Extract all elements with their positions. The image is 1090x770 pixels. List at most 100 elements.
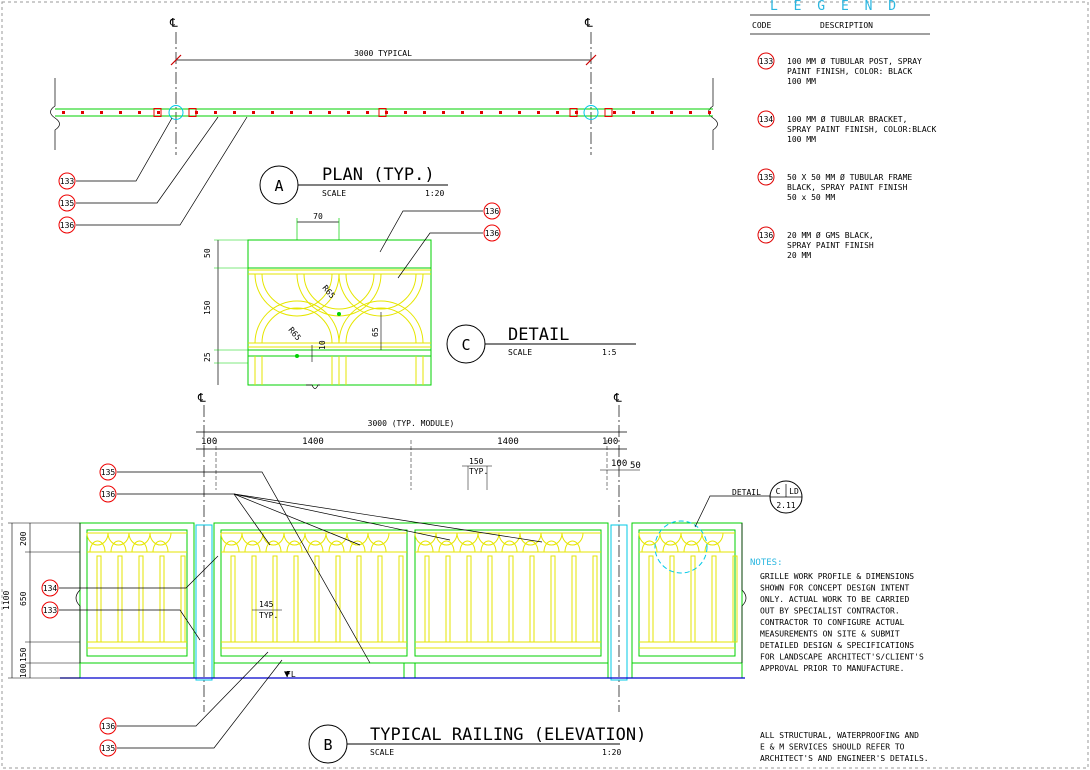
elev-fl-label: FL xyxy=(286,670,296,679)
plan-scale-label: SCALE xyxy=(322,189,346,198)
elev-baluster xyxy=(648,555,654,643)
plan-baluster xyxy=(404,111,407,114)
plan-tag-136: 136 xyxy=(58,216,76,234)
detail-dim-width: 70 xyxy=(313,212,323,221)
plan-baluster xyxy=(689,111,692,114)
plan-baluster xyxy=(442,111,445,114)
plan-baluster xyxy=(347,111,350,114)
elev-grille xyxy=(86,532,738,649)
legend-code: 133 xyxy=(759,57,774,66)
plan-baluster xyxy=(632,111,635,114)
detail-tag-136-b: 136 xyxy=(483,224,501,242)
note-line: DETAILED DESIGN & SPECIFICATIONS xyxy=(760,641,914,650)
elev-left-dim-1100: 1100 xyxy=(2,591,11,610)
legend-desc-line: 20 MM xyxy=(787,251,811,260)
plan-baluster xyxy=(480,111,483,114)
legend-code: 134 xyxy=(759,115,774,124)
detail-scale-label: SCALE xyxy=(508,348,532,357)
legend-desc-line: SPRAY PAINT FINISH xyxy=(787,241,874,250)
legend-desc-line: PAINT FINISH, COLOR: BLACK xyxy=(787,67,912,76)
elev-typ150-label: TYP. xyxy=(469,467,488,476)
plan-baluster xyxy=(708,111,711,114)
notes-title: NOTES: xyxy=(750,558,783,568)
note-line: OUT BY SPECIALIST CONTRACTOR. xyxy=(760,607,900,616)
plan-baluster xyxy=(62,111,65,114)
elev-seg-dim-2: 1400 xyxy=(302,437,324,447)
legend-desc-line: 50 X 50 MM Ø TUBULAR FRAME xyxy=(787,172,912,182)
legend-desc-line: SPRAY PAINT FINISH, COLOR:BLACK xyxy=(787,125,936,134)
svg-text:136: 136 xyxy=(485,207,500,216)
note-line: FOR LANDSCAPE ARCHITECT'S/CLIENT'S xyxy=(760,653,924,662)
plan-centerline-right: ℄ xyxy=(584,16,593,30)
elev-scale-value: 1:20 xyxy=(602,748,621,757)
elev-scale-label: SCALE xyxy=(370,748,394,757)
plan-baluster xyxy=(651,111,654,114)
elev-baluster xyxy=(529,555,535,643)
elev-tag-135-top: 135 xyxy=(99,463,117,481)
plan-baluster xyxy=(119,111,122,114)
elev-tag-134: 134 xyxy=(41,579,59,597)
elev-baluster xyxy=(314,555,320,643)
legend-code: 135 xyxy=(759,173,774,182)
elev-module-dim: 3000 (TYP. MODULE) xyxy=(368,419,455,428)
elev-seg-dim-1: 100 xyxy=(201,437,217,447)
plan-baluster xyxy=(233,111,236,114)
legend-col-code: CODE xyxy=(752,21,771,30)
elev-baluster xyxy=(592,555,598,643)
elev-left-dim-100: 100 xyxy=(19,663,28,678)
plan-baluster xyxy=(214,111,217,114)
elev-baluster xyxy=(335,555,341,643)
elev-baluster xyxy=(180,555,186,643)
elev-baluster xyxy=(117,555,123,643)
elev-seg-dim-4: 100 xyxy=(602,437,618,447)
svg-text:136: 136 xyxy=(60,221,75,230)
note-line: ONLY. ACTUAL WORK TO BE CARRIED xyxy=(760,595,909,604)
elev-baluster xyxy=(669,555,675,643)
plan-baluster xyxy=(461,111,464,114)
elev-baluster xyxy=(424,555,430,643)
detail-ref-letter: C xyxy=(776,487,781,496)
plan-dimension-text: 3000 TYPICAL xyxy=(354,49,412,58)
detail-dim-mid: 150 xyxy=(203,300,212,315)
detail-scale-value: 1:5 xyxy=(602,348,617,357)
elev-left-dim-200: 200 xyxy=(19,531,28,546)
note-line: SHOWN FOR CONCEPT DESIGN INTENT xyxy=(760,584,909,593)
legend-col-desc: DESCRIPTION xyxy=(820,21,873,30)
legend-desc-line: 50 x 50 MM xyxy=(787,193,835,202)
detail-callout-circle xyxy=(654,520,708,574)
svg-text:136: 136 xyxy=(101,722,116,731)
note-footer-line: ALL STRUCTURAL, WATERPROOFING AND xyxy=(760,731,919,740)
legend-heading: L E G E N D xyxy=(770,0,900,14)
legend-desc-line: BLACK, SPRAY PAINT FINISH xyxy=(787,183,908,192)
plan-baluster xyxy=(613,111,616,114)
elev-title: TYPICAL RAILING (ELEVATION) xyxy=(370,725,646,745)
elev-baluster xyxy=(487,555,493,643)
legend-desc-line: 100 MM Ø TUBULAR BRACKET, xyxy=(787,114,907,124)
svg-text:135: 135 xyxy=(60,199,75,208)
fl-marker-icon: ▼ xyxy=(284,669,290,680)
plan-baluster xyxy=(366,111,369,114)
detail-title-letter: C xyxy=(461,336,470,354)
elev-baluster xyxy=(445,555,451,643)
elev-centerline-left: ℄ xyxy=(197,391,206,405)
legend-desc-line: 100 MM xyxy=(787,135,816,144)
elev-baluster xyxy=(96,555,102,643)
plan-centerline-left: ℄ xyxy=(169,16,178,30)
plan-baluster xyxy=(138,111,141,114)
plan-post-right xyxy=(583,105,599,120)
elev-post-left xyxy=(195,524,213,681)
note-footer-line: E & M SERVICES SHOULD REFER TO xyxy=(760,743,905,752)
elev-left-dim-650: 650 xyxy=(19,591,28,606)
elev-small-dim-2: 50 xyxy=(630,461,641,471)
elev-tag-133: 133 xyxy=(41,601,59,619)
plan-post-left xyxy=(168,105,184,120)
detail-dim-bottom: 25 xyxy=(203,352,212,362)
plan-baluster xyxy=(157,111,160,114)
plan-baluster xyxy=(537,111,540,114)
svg-text:135: 135 xyxy=(101,744,116,753)
